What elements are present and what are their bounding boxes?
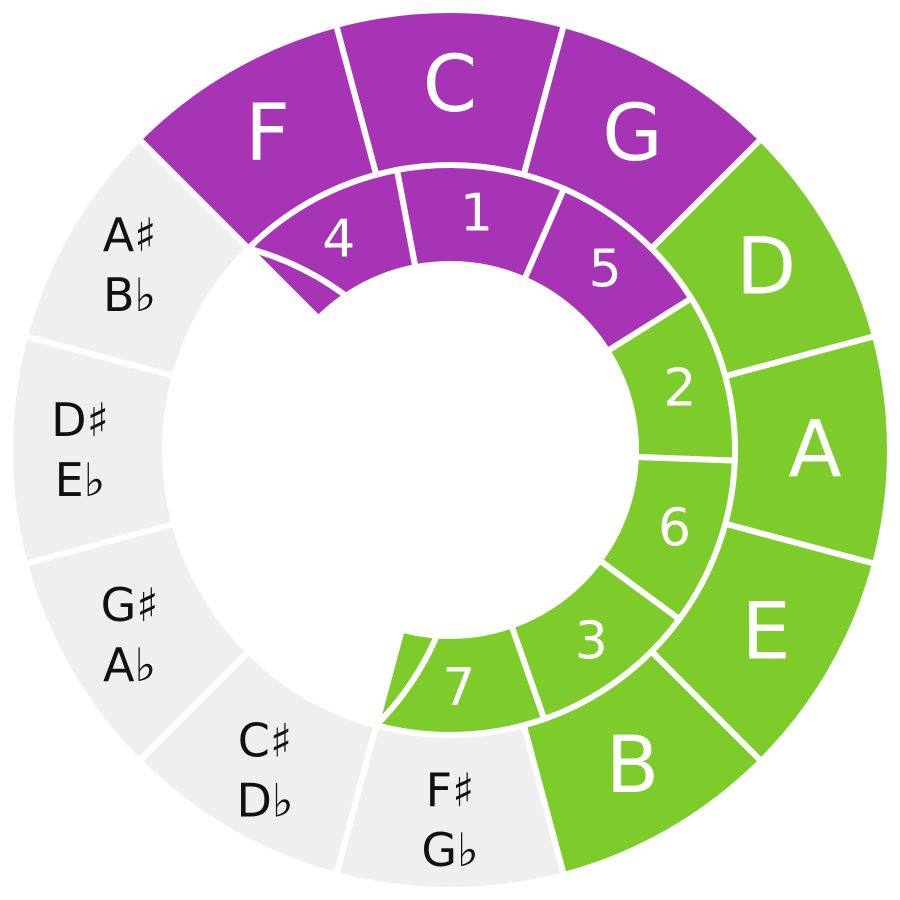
degree-label-degree-5: 5	[589, 240, 622, 300]
note-label-d-sharp: D♯	[51, 393, 109, 447]
note-label-c-sharp: C♯	[238, 713, 292, 767]
scale-degree-ring	[244, 162, 738, 738]
degree-label-degree-1: 1	[460, 184, 493, 244]
note-label-f-sharp: F♯	[426, 763, 475, 817]
note-label-d: D	[736, 223, 796, 313]
degree-label-degree-7: 7	[442, 658, 475, 718]
note-label-g: G	[602, 89, 662, 179]
note-alt-label-g-sharp: A♭	[103, 638, 156, 692]
degree-label-degree-2: 2	[663, 358, 696, 418]
degree-label-degree-4: 4	[322, 210, 355, 270]
note-label-g-sharp: G♯	[101, 578, 159, 632]
note-label-b: B	[606, 721, 660, 811]
note-alt-label-f-sharp: G♭	[421, 823, 478, 877]
note-label-c: C	[423, 40, 477, 130]
degree-label-degree-3: 3	[575, 612, 608, 672]
note-alt-label-d-sharp: E♭	[55, 453, 106, 507]
degree-label-degree-6: 6	[658, 499, 691, 559]
note-label-f: F	[245, 89, 290, 179]
note-label-a-sharp: A♯	[103, 208, 157, 262]
note-alt-label-c-sharp: D♭	[236, 773, 293, 827]
note-label-e: E	[741, 588, 790, 678]
ring-divider-arc	[247, 245, 463, 728]
note-alt-label-a-sharp: B♭	[103, 268, 156, 322]
note-label-a: A	[788, 405, 841, 495]
ring-labels: C GD A EB F♯ G♭ C♯ D♭ G♯ A♭ D♯ E♭ A♯ B♭ F4 1 52 63 7	[51, 40, 842, 877]
